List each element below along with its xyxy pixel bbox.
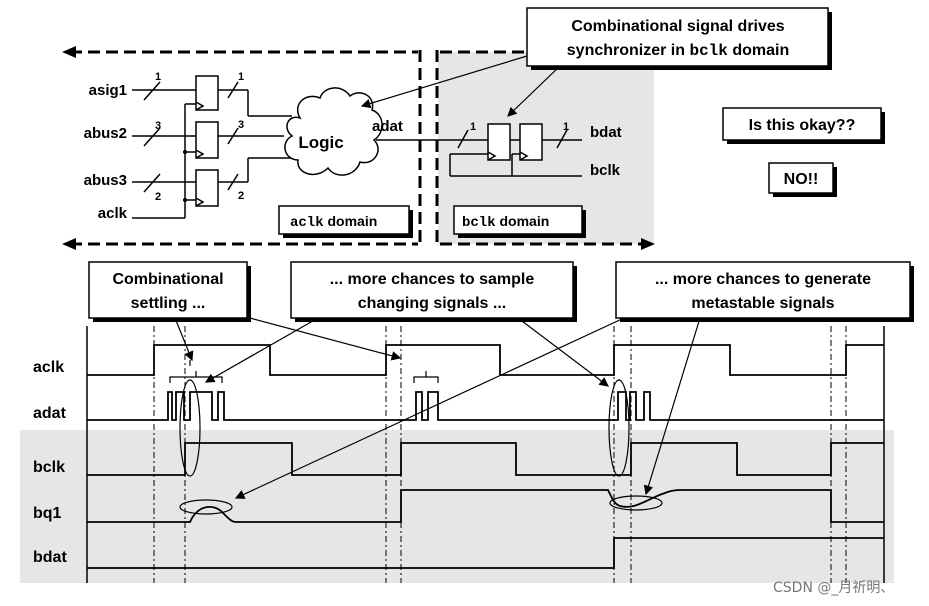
bclk-waveform-region (20, 430, 894, 583)
highlight-ellipses (179, 379, 663, 515)
input-label-abus2: abus2 (84, 125, 127, 142)
wave-aclk (87, 344, 884, 376)
wave-label-bq1: bq1 (33, 505, 62, 522)
arrow-left-top-icon (62, 46, 76, 58)
input-label-abus3: abus3 (84, 172, 127, 189)
question-box: Is this okay?? (722, 107, 885, 144)
settling-line1: Combinational (112, 271, 223, 288)
callout-metastable: ... more chances to generate metastable … (615, 261, 914, 322)
wave-adat (87, 391, 884, 421)
width-abus2-out: 3 (238, 119, 244, 131)
wave-bclk (87, 442, 884, 476)
bclk-domain-mono: bclk (462, 215, 496, 231)
wave-bdat (87, 537, 884, 569)
aclk-domain-text: domain (324, 213, 378, 229)
logic-label: Logic (298, 133, 343, 152)
wave-label-aclk: aclk (33, 359, 64, 376)
callout-top-line2-mono: bclk (689, 42, 728, 60)
input-label-asig1: asig1 (89, 82, 127, 99)
width-abus3-out: 2 (238, 190, 244, 202)
sample-line1: ... more chances to sample (330, 271, 535, 288)
callout-arrows (174, 317, 701, 499)
logic-cloud: Logic (284, 87, 383, 176)
bdat-label: bdat (590, 124, 622, 141)
settling-brackets (169, 360, 439, 383)
sample-line2: changing signals ... (358, 295, 506, 312)
waveforms (87, 344, 884, 569)
width-asig1-in: 1 (155, 71, 161, 83)
wave-label-bdat: bdat (33, 549, 67, 566)
callout-combinational-drives: Combinational signal drives synchronizer… (526, 7, 832, 70)
answer-text: NO!! (784, 171, 819, 188)
watermark: CSDN @_月祈明、 (773, 580, 894, 596)
svg-text:synchronizer in bclk domain: synchronizer in bclk domain (567, 42, 789, 60)
settling-line2: settling ... (131, 295, 206, 312)
aclk-domain-box: aclk domain (278, 205, 413, 238)
svg-text:bclk domain: bclk domain (462, 213, 549, 231)
callout-settling: Combinational settling ... (88, 261, 251, 322)
bclk-synchronizer (449, 123, 582, 177)
width-adat: 1 (470, 121, 476, 133)
bclk-label: bclk (590, 162, 621, 179)
wave-bq1 (87, 489, 884, 523)
aclk-domain-mono: aclk (290, 215, 324, 231)
callout-top-line2-pre: synchronizer in (567, 42, 690, 59)
arrow-left-bottom-icon (62, 238, 76, 250)
bclk-domain-text: domain (496, 213, 550, 229)
callout-sample: ... more chances to sample changing sign… (290, 261, 577, 322)
arrow-right-bottom-icon (641, 238, 655, 250)
width-abus2-in: 3 (155, 120, 161, 132)
wave-label-adat: adat (33, 405, 67, 422)
meta-line2: metastable signals (691, 295, 834, 312)
wave-label-bclk: bclk (33, 459, 65, 476)
answer-box: NO!! (768, 162, 837, 197)
aclk-flops (132, 75, 292, 219)
input-label-aclk: aclk (98, 205, 128, 222)
width-bdat: 1 (563, 121, 569, 133)
waveform-frame (86, 326, 885, 583)
question-text: Is this okay?? (749, 117, 856, 134)
callout-top-line1: Combinational signal drives (571, 18, 784, 35)
meta-line1: ... more chances to generate (655, 271, 871, 288)
bclk-domain-box: bclk domain (453, 205, 586, 238)
adat-label: adat (372, 118, 403, 135)
domain-boundaries (70, 50, 650, 246)
callout-top-line2-post: domain (728, 42, 789, 59)
width-abus3-in: 2 (155, 191, 161, 203)
svg-text:aclk domain: aclk domain (290, 213, 377, 231)
width-asig1-out: 1 (238, 71, 244, 83)
